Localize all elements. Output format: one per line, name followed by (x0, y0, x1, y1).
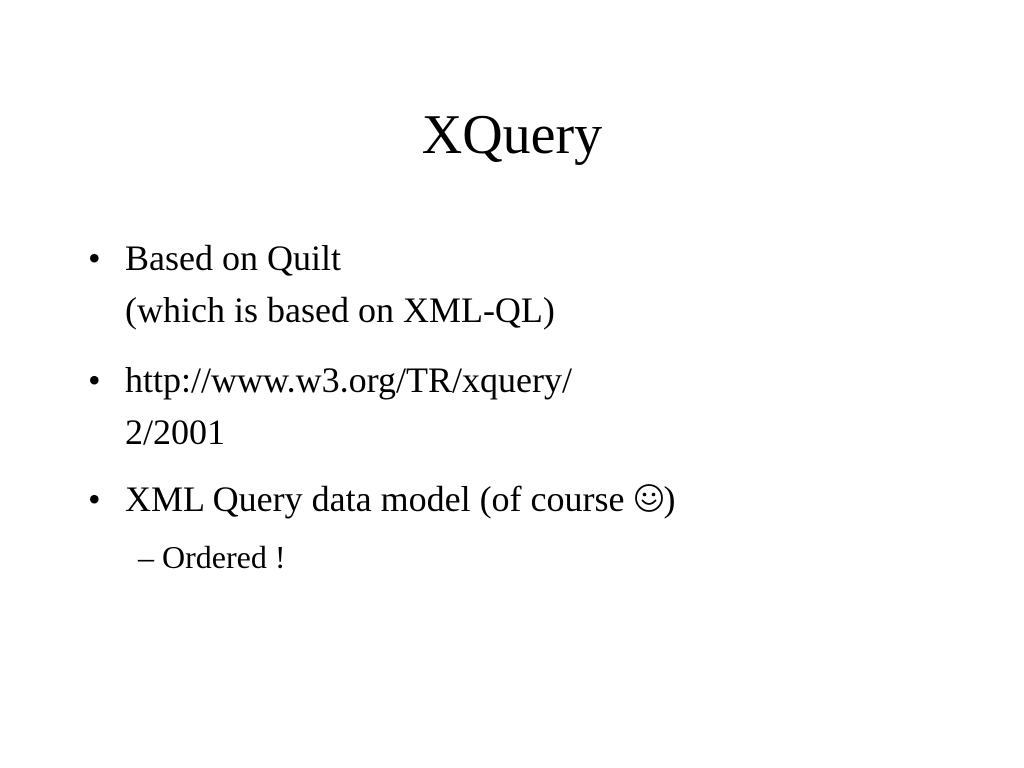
bullet-text: Based on Quilt (which is based on XML-QL… (125, 232, 555, 336)
bullet-marker: • (88, 479, 101, 519)
smiley-face-icon (634, 484, 663, 512)
bullet-line: http://www.w3.org/TR/xquery/ (125, 360, 572, 400)
sub-list-item: – Ordered ! (138, 535, 285, 579)
sub-bullet-text: Ordered ! (162, 539, 286, 575)
bullet-line: (which is based on XML-QL) (125, 290, 555, 330)
bullet-line: Based on Quilt (125, 238, 341, 278)
bullet-text: http://www.w3.org/TR/xquery/ 2/2001 (125, 354, 572, 458)
bullet-line: 2/2001 (125, 412, 226, 452)
bullet-text-before: XML Query data model (of course (125, 479, 634, 519)
bullet-text-after: ) (663, 479, 676, 519)
bullet-marker: • (88, 238, 101, 278)
slide-title: XQuery (421, 104, 603, 166)
bullet-marker: • (88, 360, 101, 400)
bullet-text: XML Query data model (of course ) (125, 473, 676, 525)
sub-bullet-marker: – (138, 539, 154, 575)
